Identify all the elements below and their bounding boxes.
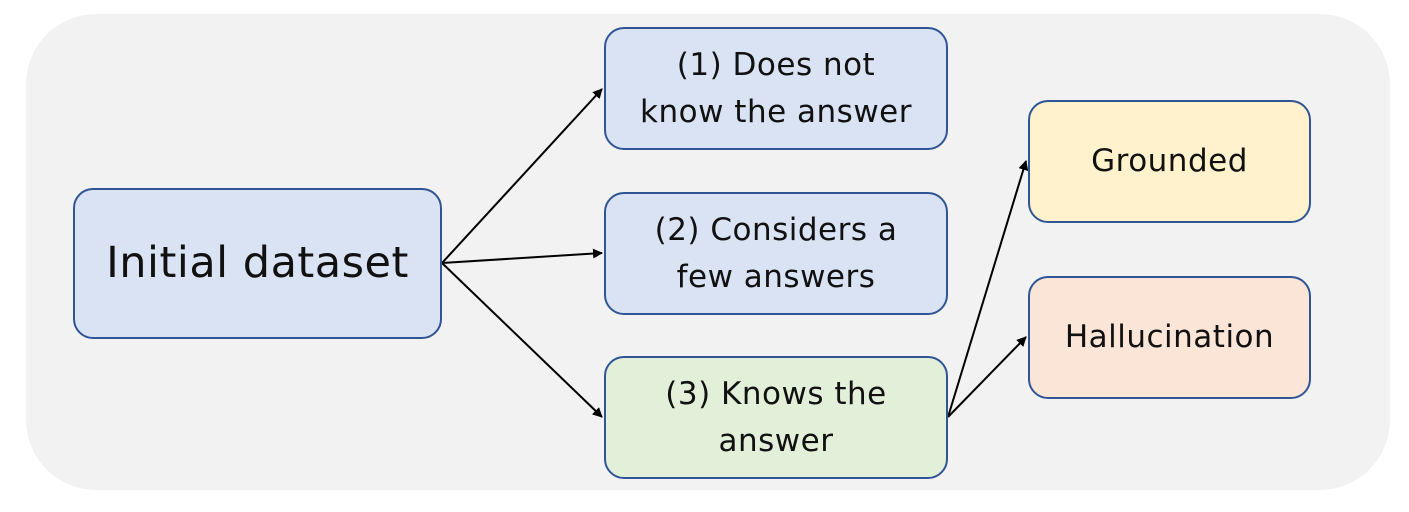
- node-considers-label: (2) Considers a few answers: [654, 212, 898, 295]
- node-knows-answer: (3) Knows the answer: [604, 356, 948, 479]
- edge-initial-to-knows: [441, 262, 603, 418]
- edge-initial-to-considers: [441, 248, 603, 264]
- node-hallucination-label: Hallucination: [1064, 319, 1275, 356]
- edge-knows-to-hallucination: [947, 336, 1027, 418]
- edge-knows-to-grounded: [947, 160, 1029, 418]
- node-hallucination: Hallucination: [1028, 276, 1311, 399]
- node-initial-dataset: Initial dataset: [73, 188, 442, 339]
- node-initial-dataset-label: Initial dataset: [106, 238, 409, 289]
- node-grounded-label: Grounded: [1091, 143, 1248, 180]
- node-does-not-know: (1) Does not know the answer: [604, 27, 948, 150]
- edge-initial-to-does-not-know: [441, 88, 603, 264]
- node-knows-label: (3) Knows the answer: [665, 376, 887, 459]
- node-grounded: Grounded: [1028, 100, 1311, 223]
- node-considers-few-answers: (2) Considers a few answers: [604, 192, 948, 315]
- node-does-not-know-label: (1) Does not know the answer: [640, 47, 912, 130]
